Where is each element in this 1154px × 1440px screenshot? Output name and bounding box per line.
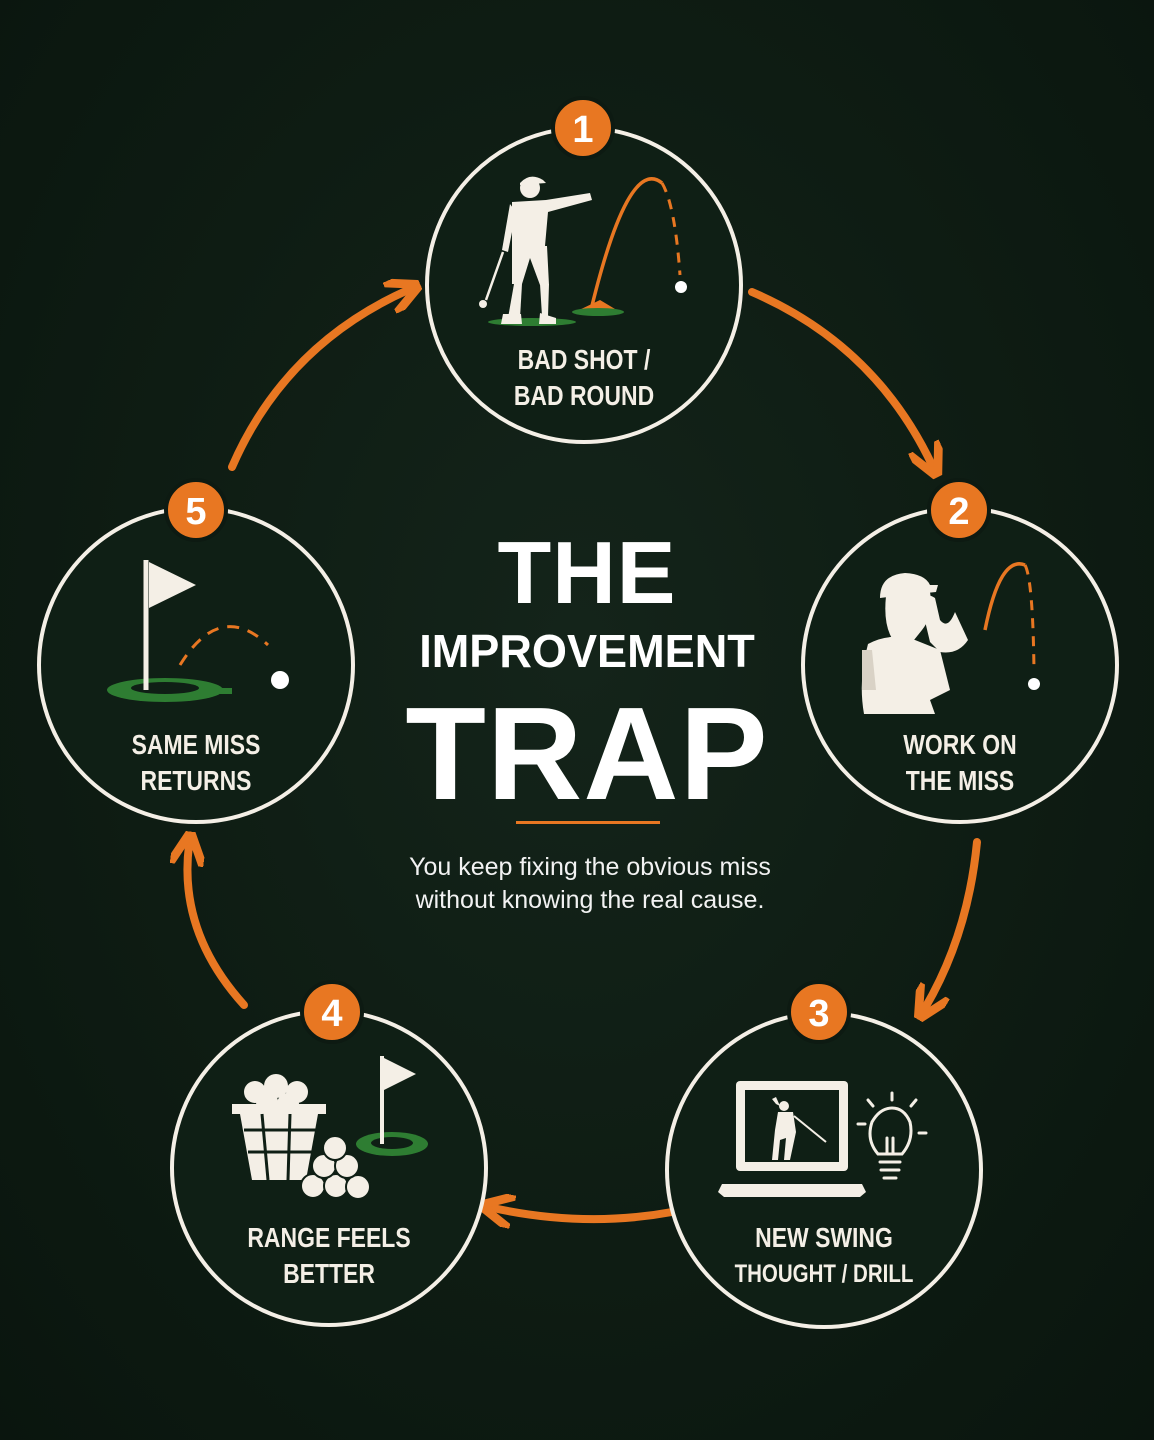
svg-text:2: 2 — [948, 491, 969, 533]
flag-green-icon — [107, 560, 232, 702]
flag-icon — [356, 1056, 428, 1156]
lightbulb-icon — [856, 1091, 928, 1180]
step-2-badge: 2 — [927, 478, 991, 542]
golfer-frustrated-icon — [861, 573, 968, 714]
step-3-label-line2: THOUGHT / DRILL — [734, 1260, 914, 1288]
step-5-label-line1: SAME MISS — [131, 729, 261, 760]
svg-text:5: 5 — [185, 491, 206, 533]
ball-bucket-icon — [232, 1074, 371, 1200]
step-2-label: WORK ON THE MISS — [853, 727, 1066, 799]
title-line-3: TRAP — [405, 680, 769, 827]
step-3-label: NEW SWING THOUGHT / DRILL — [717, 1220, 930, 1292]
step-5-label-line2: RETURNS — [140, 765, 252, 796]
shot-arc-icon — [572, 177, 687, 316]
title-line-2: IMPROVEMENT — [419, 625, 755, 677]
step-1-badge: 1 — [551, 96, 615, 160]
golfer-pointing-icon — [479, 176, 592, 326]
arrow-4-to-5 — [187, 845, 248, 1009]
step-4-badge: 4 — [300, 980, 364, 1044]
shot-arc-icon — [983, 562, 1040, 690]
svg-text:4: 4 — [321, 993, 342, 1035]
step-4-label-line1: RANGE FEELS — [247, 1222, 411, 1253]
step-4-label: RANGE FEELS BETTER — [222, 1220, 435, 1292]
shot-arc-icon — [178, 625, 289, 689]
arrow-3-to-4 — [493, 1208, 676, 1219]
title-divider — [516, 821, 660, 824]
arrow-1-to-2 — [748, 288, 932, 465]
step-1-label-line2: BAD ROUND — [513, 380, 655, 411]
step-4-label-line2: BETTER — [283, 1258, 375, 1289]
svg-text:1: 1 — [572, 109, 593, 151]
step-1-label: BAD SHOT / BAD ROUND — [477, 342, 690, 414]
step-5-badge: 5 — [164, 478, 228, 542]
step-2-label-line1: WORK ON — [903, 729, 1017, 760]
laptop-video-icon — [718, 1081, 866, 1197]
step-3-label-line1: NEW SWING — [755, 1222, 893, 1253]
step-1-label-line1: BAD SHOT / — [517, 344, 651, 375]
arrow-5-to-1 — [228, 290, 408, 471]
title-line-1: THE — [497, 523, 677, 622]
subtitle-line-1: You keep fixing the obvious miss — [409, 853, 771, 881]
step-3-badge: 3 — [787, 980, 851, 1044]
subtitle: You keep fixing the obvious miss without… — [340, 851, 840, 917]
svg-text:3: 3 — [808, 993, 829, 1035]
arrow-2-to-3 — [925, 838, 981, 1008]
subtitle-line-2: without knowing the real cause. — [415, 886, 765, 914]
step-5-label: SAME MISS RETURNS — [89, 727, 302, 799]
step-2-label-line2: THE MISS — [905, 765, 1015, 796]
